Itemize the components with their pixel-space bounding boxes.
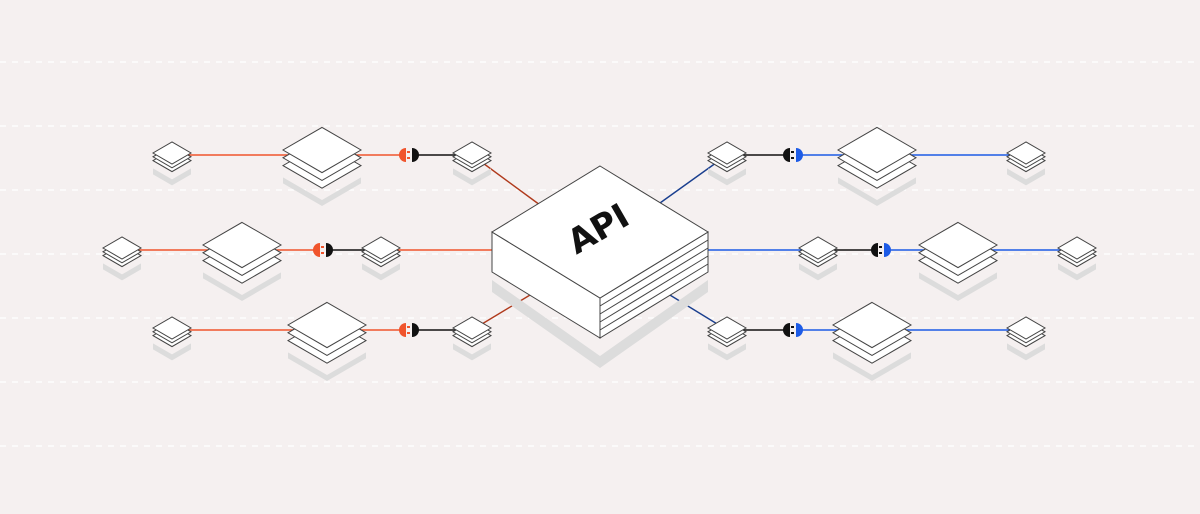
small-tile — [798, 236, 838, 281]
tile-shadow — [708, 168, 746, 186]
tile-shadow — [103, 263, 141, 281]
hub-layer-edge — [599, 263, 709, 331]
large-tile — [837, 126, 917, 207]
small-tile — [152, 141, 192, 186]
tile-layer — [1057, 236, 1097, 260]
small-tile — [152, 316, 192, 361]
plug-half — [783, 323, 790, 337]
plug-pin — [321, 252, 324, 254]
small-tile — [361, 236, 401, 281]
plug-half — [399, 148, 406, 162]
tile-layer — [707, 141, 747, 165]
plug-pin — [791, 151, 794, 153]
blue-plug-connector — [783, 323, 803, 337]
plug-half — [796, 323, 803, 337]
small-tile — [707, 141, 747, 186]
tile-shadow — [919, 272, 997, 302]
blue-plug-connector — [871, 243, 891, 257]
tile-shadow — [838, 177, 916, 207]
tile-shadow — [203, 272, 281, 302]
small-tile — [452, 316, 492, 361]
plug-half — [412, 148, 419, 162]
plug-pin — [879, 246, 882, 248]
tile-layer — [102, 236, 142, 260]
plug-pin — [407, 326, 410, 328]
plug-pin — [407, 151, 410, 153]
tile-layer — [361, 236, 401, 260]
small-tile — [452, 141, 492, 186]
tile-layer — [452, 316, 492, 340]
hub-layer-edge — [599, 247, 709, 315]
large-tile — [832, 301, 912, 382]
tile-shadow — [153, 168, 191, 186]
tile-layer — [202, 221, 282, 269]
large-tile — [282, 126, 362, 207]
tile-layer — [798, 236, 838, 260]
small-tile — [102, 236, 142, 281]
tile-layer — [837, 126, 917, 174]
plug-pin — [407, 157, 410, 159]
tile-layer — [918, 221, 998, 269]
tile-layer — [282, 126, 362, 174]
plug-pin — [407, 332, 410, 334]
tile-shadow — [362, 263, 400, 281]
plug-pin — [791, 157, 794, 159]
tile-layer — [152, 316, 192, 340]
tile-layer — [707, 316, 747, 340]
large-tile — [202, 221, 282, 302]
tile-shadow — [1007, 343, 1045, 361]
orange-plug-connector — [313, 243, 333, 257]
large-tile — [287, 301, 367, 382]
plug-pin — [791, 326, 794, 328]
tile-shadow — [1007, 168, 1045, 186]
blue-plug-connector — [783, 148, 803, 162]
tile-shadow — [799, 263, 837, 281]
plug-half — [326, 243, 333, 257]
tile-layer — [832, 301, 912, 349]
orange-plug-connector — [399, 148, 419, 162]
plug-half — [871, 243, 878, 257]
tile-shadow — [708, 343, 746, 361]
small-tile — [707, 316, 747, 361]
plug-half — [796, 148, 803, 162]
plug-half — [884, 243, 891, 257]
service-tiles — [102, 126, 1097, 382]
small-tile — [1057, 236, 1097, 281]
tile-shadow — [833, 352, 911, 382]
api-hub: API — [491, 165, 709, 368]
plug-half — [783, 148, 790, 162]
tile-layer — [452, 141, 492, 165]
plug-half — [313, 243, 320, 257]
tile-layer — [1006, 316, 1046, 340]
hub-top-face — [491, 165, 709, 299]
small-tile — [1006, 141, 1046, 186]
hub-layer-edge — [599, 255, 709, 323]
tile-layer — [1006, 141, 1046, 165]
plug-half — [399, 323, 406, 337]
tile-layer — [287, 301, 367, 349]
hub-layer-edge — [599, 239, 709, 307]
plug-pin — [321, 246, 324, 248]
plug-half — [412, 323, 419, 337]
plug-connectors — [313, 148, 891, 337]
plug-pin — [791, 332, 794, 334]
tile-shadow — [1058, 263, 1096, 281]
orange-plug-connector — [399, 323, 419, 337]
large-tile — [918, 221, 998, 302]
tile-shadow — [288, 352, 366, 382]
tile-shadow — [453, 343, 491, 361]
small-tile — [1006, 316, 1046, 361]
tile-shadow — [453, 168, 491, 186]
tile-layer — [152, 141, 192, 165]
tile-shadow — [283, 177, 361, 207]
plug-pin — [879, 252, 882, 254]
tile-shadow — [153, 343, 191, 361]
